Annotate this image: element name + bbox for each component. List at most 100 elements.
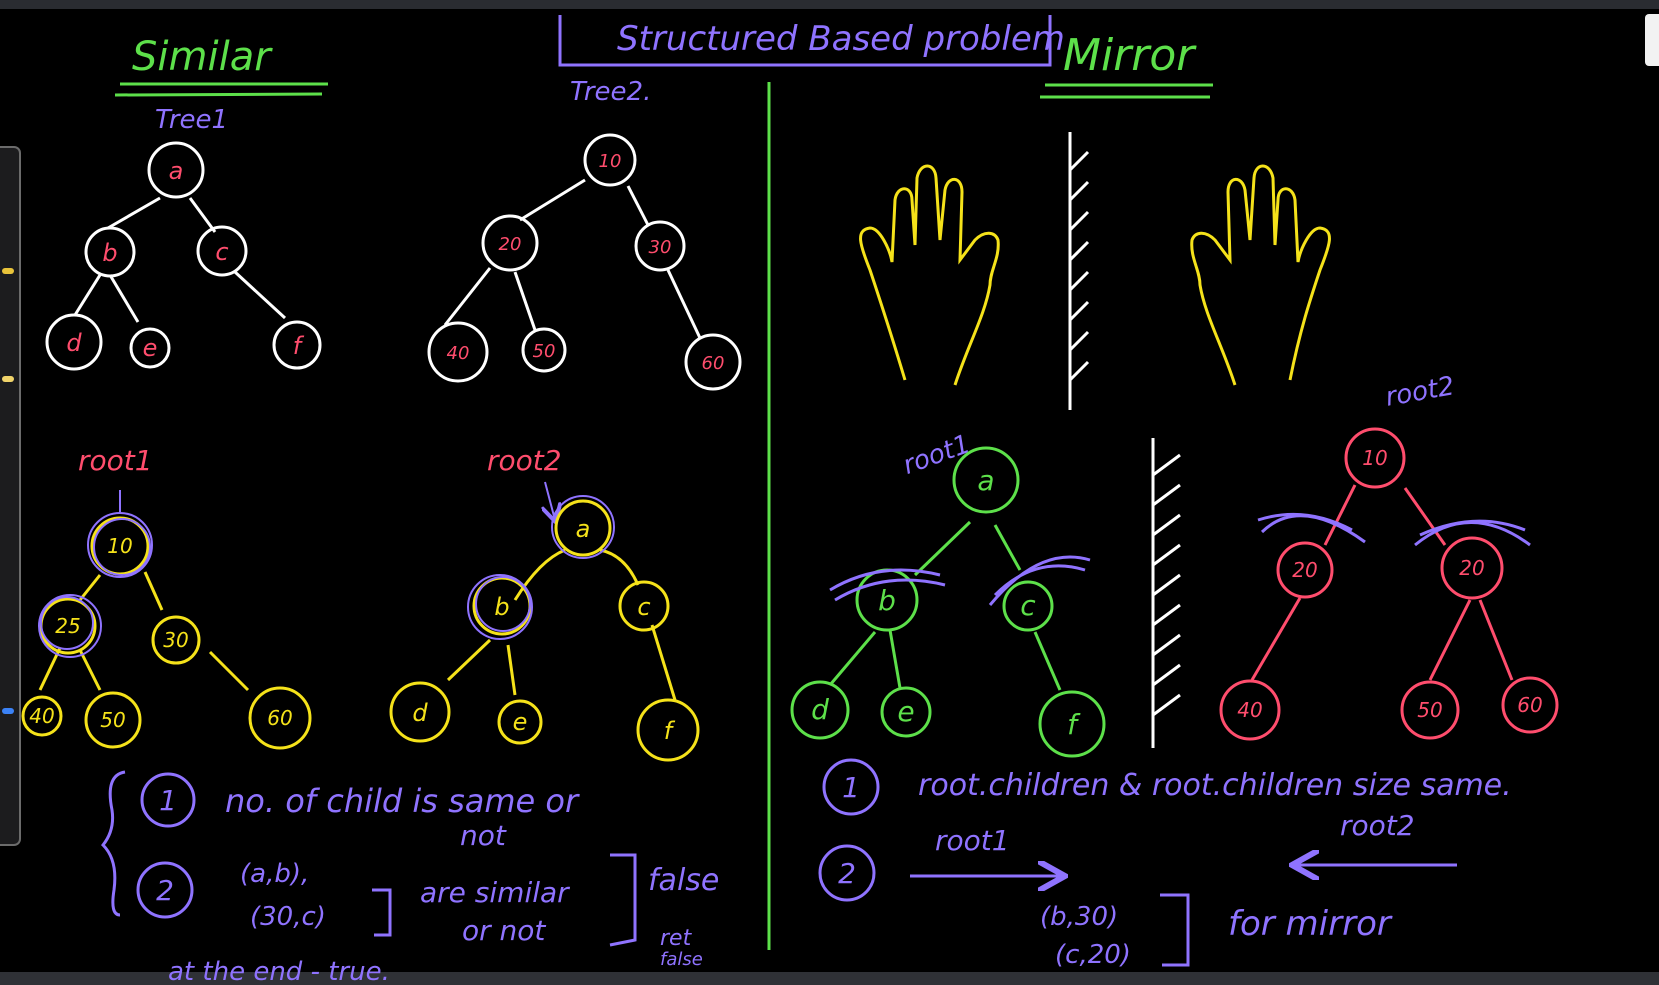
svg-text:10: 10 <box>107 534 132 558</box>
svg-text:e: e <box>897 695 914 728</box>
svg-text:b: b <box>102 239 117 267</box>
svg-text:(30,c): (30,c) <box>250 902 326 932</box>
svg-text:(c,20): (c,20) <box>1055 940 1131 970</box>
svg-text:are similar: are similar <box>420 876 570 909</box>
tree1-label: Tree1 <box>155 105 228 135</box>
top-bar <box>0 0 1659 9</box>
tree1-node-f <box>272 320 322 370</box>
svg-text:false: false <box>660 949 703 970</box>
similar-left-node-50 <box>84 691 142 749</box>
svg-text:30: 30 <box>649 237 672 258</box>
svg-text:50: 50 <box>100 708 125 732</box>
mirror-left-tree <box>790 446 1106 758</box>
similar-root2-label: root2 <box>487 444 562 477</box>
svg-text:a: a <box>576 515 591 543</box>
svg-text:(b,30): (b,30) <box>1040 902 1118 932</box>
tree2-node-30 <box>634 220 686 272</box>
svg-text:60: 60 <box>267 706 292 730</box>
similar-right-node-d <box>389 681 451 743</box>
toolbar-tool-2[interactable] <box>2 376 14 382</box>
similar-right-node-f <box>636 698 700 762</box>
svg-text:60: 60 <box>1517 693 1542 717</box>
structure-title-box: Structured Based problem <box>558 15 1065 67</box>
bottom-bar <box>0 972 1659 985</box>
svg-text:d: d <box>412 699 428 727</box>
mirror-left-node-a <box>952 446 1020 514</box>
similar-right-tree <box>389 499 700 762</box>
svg-text:25: 25 <box>55 614 80 638</box>
svg-text:10: 10 <box>1362 446 1387 470</box>
svg-text:50: 50 <box>533 341 556 362</box>
mirror-line-top <box>1068 132 1090 410</box>
svg-text:1: 1 <box>159 784 177 817</box>
similar-notes: 1 no. of child is same or not 2 (a,b), (… <box>100 770 719 985</box>
svg-text:2: 2 <box>838 857 856 890</box>
svg-text:20: 20 <box>1459 556 1484 580</box>
svg-text:a: a <box>977 464 994 497</box>
svg-text:20: 20 <box>499 234 522 255</box>
toolbar-tool-3[interactable] <box>2 708 14 714</box>
svg-text:no. of child is same or: no. of child is same or <box>225 782 580 820</box>
similar-root1-label: root1 <box>78 444 153 477</box>
tree2 <box>427 133 742 391</box>
similar-right-node-c <box>618 580 670 632</box>
mirror-left-node-d <box>790 680 850 740</box>
svg-text:e: e <box>143 334 158 362</box>
similar-left-node-40 <box>21 695 63 737</box>
svg-text:for mirror: for mirror <box>1228 904 1393 944</box>
similar-left-highlights <box>38 512 153 658</box>
tree1-node-d <box>45 313 103 371</box>
svg-text:40: 40 <box>29 704 54 728</box>
svg-text:Mirror: Mirror <box>1063 30 1197 81</box>
heading-mirror: Mirror <box>1040 30 1213 99</box>
svg-text:1: 1 <box>842 771 860 804</box>
svg-text:c: c <box>215 238 228 266</box>
mirror-left-node-e <box>880 686 932 738</box>
mirror-root1-label: root1 <box>899 429 974 481</box>
svg-text:2: 2 <box>156 874 174 907</box>
svg-text:40: 40 <box>447 343 470 364</box>
tree2-node-20 <box>481 214 539 272</box>
svg-text:b: b <box>878 584 896 617</box>
svg-text:d: d <box>811 693 829 726</box>
hand-right-drawing <box>1190 164 1331 386</box>
similar-right-highlights <box>467 495 615 640</box>
svg-text:20: 20 <box>1292 558 1317 582</box>
hand-left-drawing <box>859 164 1000 386</box>
tree1-node-e <box>129 327 171 369</box>
mirror-right-swap-marks <box>1257 512 1531 547</box>
mirror-right-node-20b <box>1440 536 1504 600</box>
mirror-line-bottom <box>1151 438 1181 748</box>
tree1-node-b <box>84 226 136 278</box>
svg-text:c: c <box>1020 589 1036 622</box>
svg-text:ret: ret <box>660 926 693 951</box>
svg-text:30: 30 <box>163 628 188 652</box>
tree2-label: Tree2. <box>570 77 651 107</box>
svg-text:at the end - true.: at the end - true. <box>168 957 390 985</box>
tree1-node-a <box>147 141 205 199</box>
structure-title: Structured Based problem <box>617 19 1065 59</box>
svg-text:f: f <box>664 717 676 745</box>
side-toolbar[interactable] <box>0 146 21 846</box>
svg-text:e: e <box>513 708 528 736</box>
svg-text:60: 60 <box>702 353 725 374</box>
mirror-right-node-50 <box>1400 680 1460 740</box>
toolbar-tool-1[interactable] <box>2 268 14 274</box>
svg-text:not: not <box>460 819 507 852</box>
svg-text:50: 50 <box>1417 698 1442 722</box>
tree2-node-10 <box>583 133 637 187</box>
svg-text:or not: or not <box>462 914 546 947</box>
mirror-right-tree <box>1219 427 1559 741</box>
tree2-node-50 <box>521 327 567 373</box>
mirror-left-node-f <box>1038 690 1106 758</box>
svg-text:f: f <box>1067 708 1081 741</box>
corner-widget[interactable] <box>1645 14 1659 66</box>
tree1 <box>45 141 322 371</box>
svg-text:c: c <box>637 593 650 621</box>
tree2-node-40 <box>427 321 489 383</box>
underline <box>114 92 323 97</box>
svg-text:root1: root1 <box>935 824 1010 857</box>
heading-similar: Similar <box>114 34 328 97</box>
svg-text:10: 10 <box>599 151 622 172</box>
